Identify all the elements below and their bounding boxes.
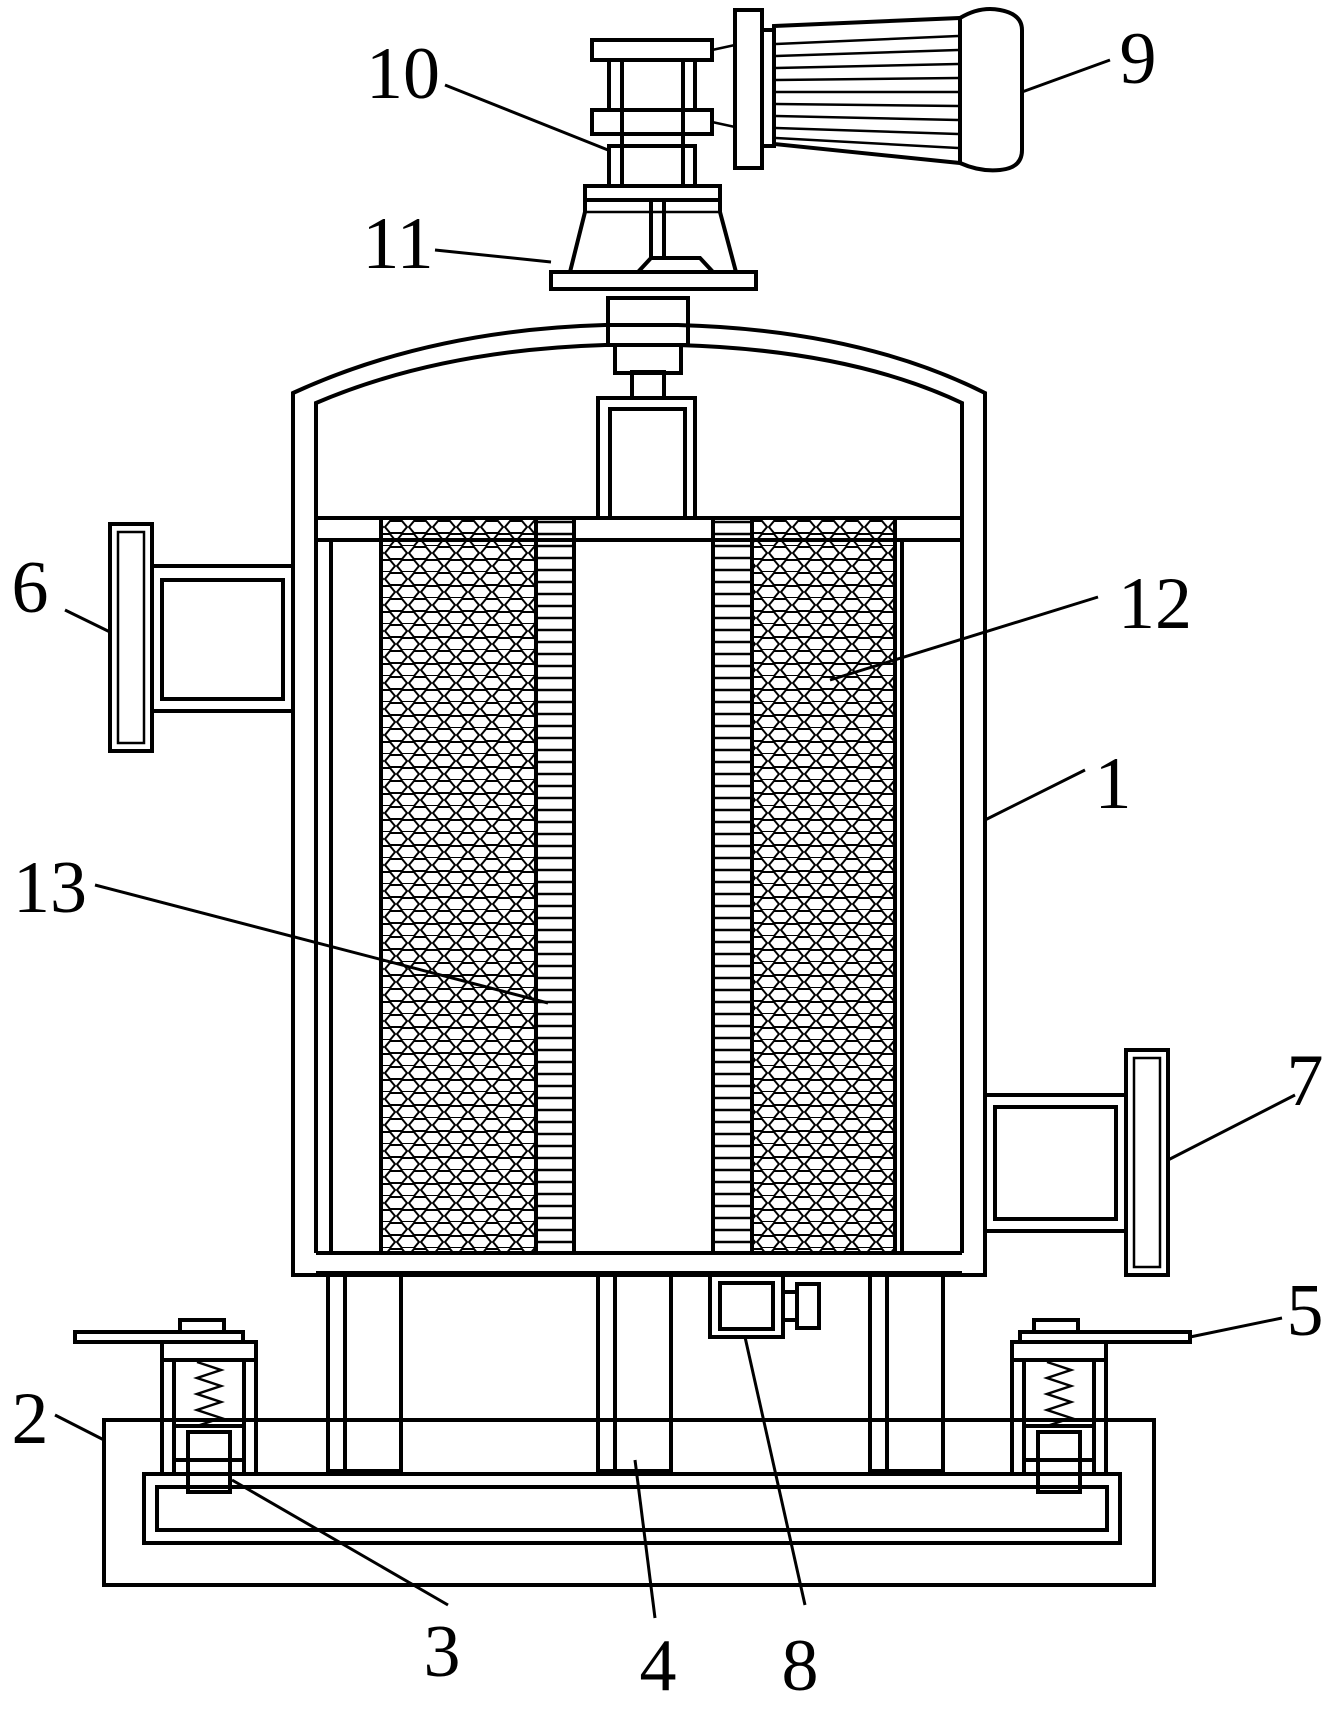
leader-7 — [1167, 1093, 1296, 1162]
inlet-pipe — [108, 522, 295, 753]
leader-12 — [829, 595, 1099, 682]
filter-cartridge — [379, 516, 897, 1255]
bearing-seat — [549, 184, 758, 291]
leader-3 — [231, 1478, 449, 1607]
central-shaft — [572, 296, 715, 1255]
label-5: 5 — [1287, 1270, 1324, 1352]
label-1: 1 — [1095, 743, 1132, 825]
label-6: 6 — [12, 547, 49, 629]
leader-10 — [444, 83, 609, 152]
leader-5 — [1189, 1316, 1283, 1339]
base — [102, 1418, 1156, 1587]
label-12: 12 — [1118, 563, 1192, 645]
label-13: 13 — [13, 847, 87, 929]
labels: 1 2 3 4 5 6 7 8 9 10 11 12 13 — [12, 18, 1324, 1707]
label-9: 9 — [1120, 18, 1157, 100]
leader-11 — [434, 248, 552, 264]
leader-8 — [743, 1336, 807, 1606]
drain-valve — [708, 1273, 821, 1339]
label-11: 11 — [362, 203, 433, 285]
outlet-pipe — [983, 1048, 1170, 1277]
label-4: 4 — [640, 1625, 677, 1707]
label-2: 2 — [12, 1378, 49, 1460]
damper-left — [73, 1318, 258, 1494]
gear-reducer — [590, 38, 736, 188]
motor — [733, 7, 1024, 173]
label-8: 8 — [782, 1625, 819, 1707]
leader-9 — [1021, 58, 1111, 94]
leader-13 — [94, 883, 549, 1005]
damper-right — [1010, 1318, 1192, 1494]
scraper-comb — [534, 516, 754, 1255]
leader-2 — [54, 1413, 105, 1442]
leader-6 — [64, 608, 111, 634]
label-7: 7 — [1287, 1040, 1324, 1122]
label-10: 10 — [366, 33, 440, 115]
label-3: 3 — [424, 1611, 461, 1693]
leader-1 — [984, 768, 1086, 822]
leader-4 — [633, 1459, 657, 1619]
leader-lines — [54, 58, 1296, 1619]
support-legs — [326, 1273, 945, 1473]
